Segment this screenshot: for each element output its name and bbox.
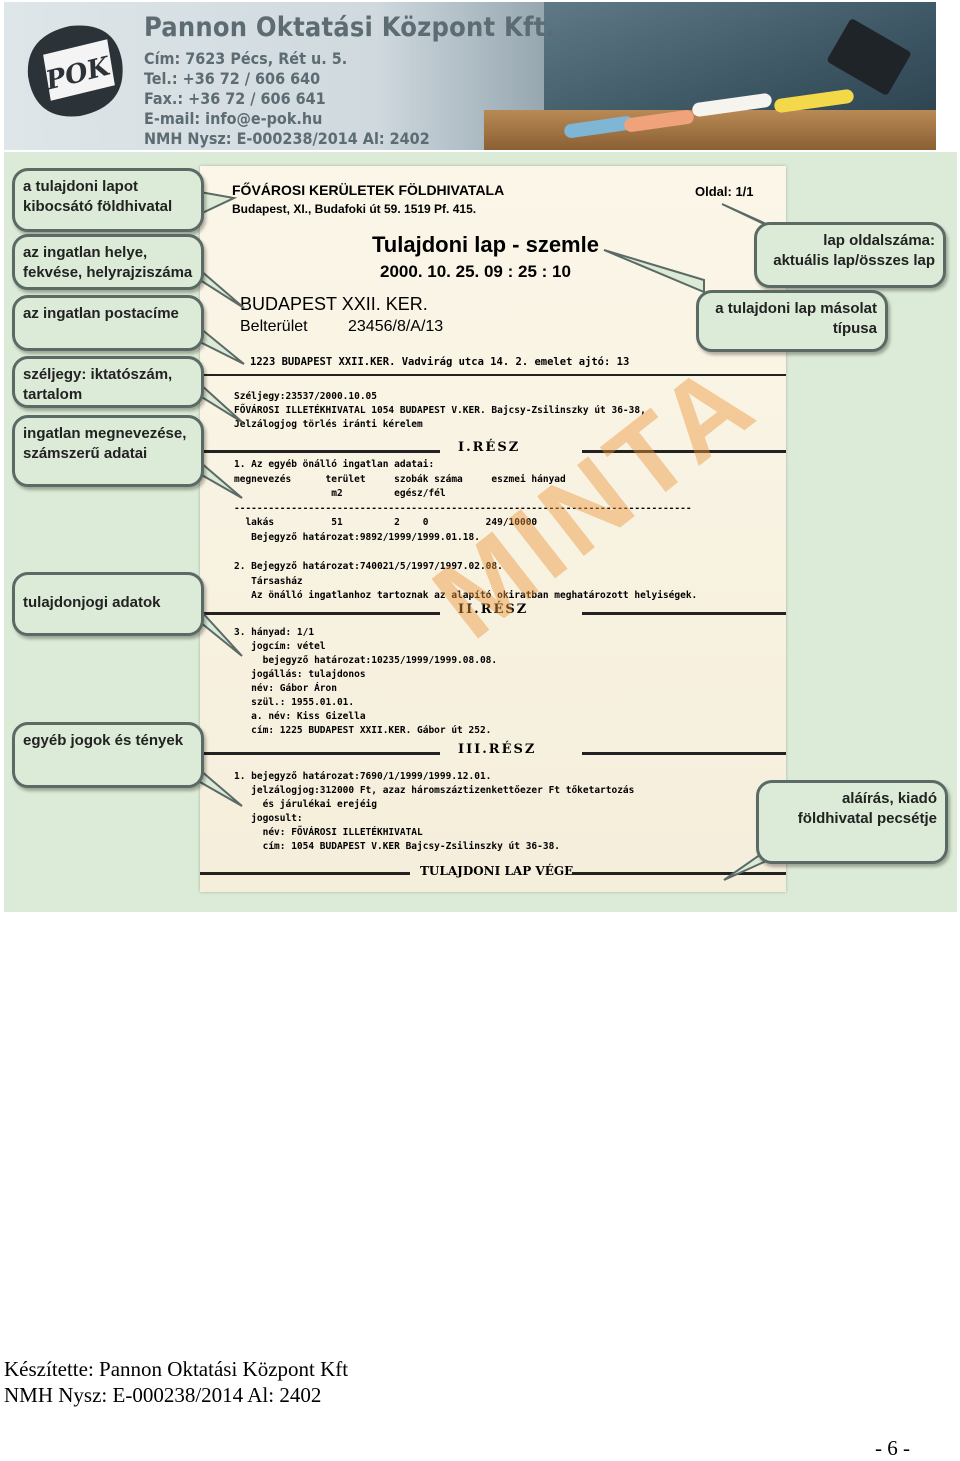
callout-pointers — [199, 190, 785, 881]
company-info: Pannon Oktatási Központ Kft. Cím: 7623 P… — [144, 12, 555, 149]
section-2-title: II.RÉSZ — [458, 602, 529, 617]
divider — [200, 374, 786, 376]
callout-issuing-office: a tulajdoni lapot kibocsátó földhivatal — [12, 168, 204, 232]
callout-property-data: ingatlan megnevezése, számszerű adatai — [12, 415, 204, 487]
section-rule — [582, 450, 786, 453]
page-number: - 6 - — [875, 1436, 910, 1460]
callout-ownership: tulajdonjogi adatok — [12, 572, 204, 636]
property-sheet: FŐVÁROSI KERÜLETEK FÖLDHIVATALA Budapest… — [200, 166, 786, 892]
lot-number: 23456/8/A/13 — [348, 318, 444, 335]
section-rule — [582, 612, 786, 615]
section-1-body: 1. Az egyéb önálló ingatlan adatai: megn… — [234, 459, 698, 602]
section-3-title: III.RÉSZ — [458, 742, 537, 757]
section-rule — [200, 752, 440, 755]
company-nmh: NMH Nysz: E-000238/2014 Al: 2402 — [144, 129, 430, 148]
callout-copy-type: a tulajdoni lap másolat típusa — [696, 290, 888, 352]
district: BUDAPEST XXII. KER. — [240, 294, 428, 314]
section-rule — [572, 872, 786, 875]
company-name: Pannon Oktatási Központ Kft. — [144, 12, 555, 43]
company-email: E-mail: info@e-pok.hu — [144, 109, 323, 128]
area-type: Belterület — [240, 318, 308, 335]
sheet-title: Tulajdoni lap - szemle — [372, 232, 599, 257]
callout-page-number: lap oldalszáma: aktuális lap/összes lap — [754, 222, 946, 288]
chalk-tray-image — [484, 110, 936, 150]
office-name: FŐVÁROSI KERÜLETEK FÖLDHIVATALA — [232, 182, 505, 198]
header-banner: POK Pannon Oktatási Központ Kft. Cím: 76… — [4, 2, 936, 150]
callout-postal-address: az ingatlan postacíme — [12, 295, 204, 351]
section-rule — [200, 612, 440, 615]
callout-signature: aláírás, kiadó földhivatal pecsétje — [756, 780, 948, 864]
section-2-body: 3. hányad: 1/1 jogcím: vétel bejegyző ha… — [234, 627, 498, 736]
callout-location: az ingatlan helye, fekvése, helyrajziszá… — [12, 234, 204, 290]
pok-logo: POK — [27, 25, 123, 117]
footer-author: Készítette: Pannon Oktatási Központ Kft — [4, 1357, 349, 1381]
section-rule — [200, 450, 440, 453]
margin-note: Széljegy:23537/2000.10.05 FŐVÁROSI ILLET… — [234, 391, 646, 430]
company-fax: Fax.: +36 72 / 606 641 — [144, 89, 326, 108]
footer: Készítette: Pannon Oktatási Központ Kft … — [4, 1356, 348, 1408]
callout-other-rights: egyéb jogok és tények — [12, 722, 204, 788]
page-indicator: Oldal: 1/1 — [695, 184, 754, 199]
callout-margin-note: széljegy: iktatószám, tartalom — [12, 356, 204, 408]
office-address: Budapest, XI., Budafoki út 59. 1519 Pf. … — [232, 202, 477, 216]
section-1-title: I.RÉSZ — [458, 440, 521, 455]
title-deed-figure: FŐVÁROSI KERÜLETEK FÖLDHIVATALA Budapest… — [4, 152, 957, 912]
section-3-body: 1. bejegyző határozat:7690/1/1999/1999.1… — [234, 771, 635, 852]
address-line: 1223 BUDAPEST XXII.KER. Vadvirág utca 14… — [250, 356, 630, 368]
footer-nmh: NMH Nysz: E-000238/2014 Al: 2402 — [4, 1383, 322, 1407]
company-phone: Tel.: +36 72 / 606 640 — [144, 69, 321, 88]
sheet-datetime: 2000. 10. 25. 09 : 25 : 10 — [380, 262, 571, 281]
section-rule — [200, 872, 410, 875]
sheet-end-label: TULAJDONI LAP VÉGE — [420, 864, 574, 878]
company-address: Cím: 7623 Pécs, Rét u. 5. — [144, 49, 348, 68]
section-rule — [582, 752, 786, 755]
